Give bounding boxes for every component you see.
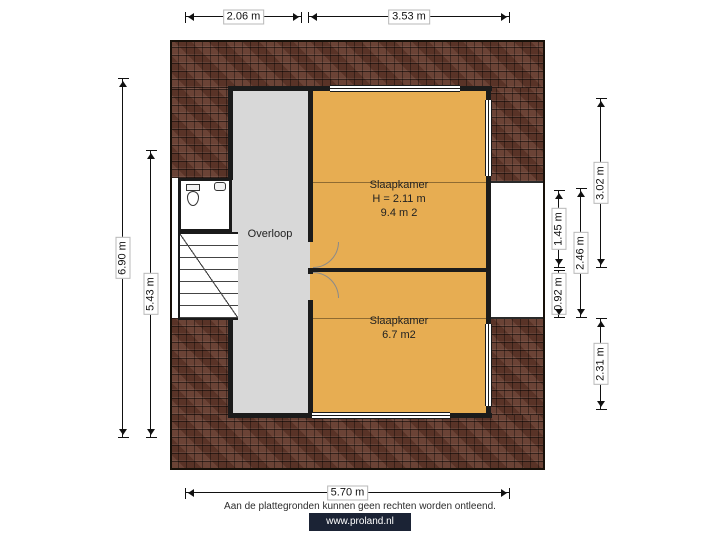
roof-top-left: [170, 88, 232, 178]
dimension-top-right: 3.53 m: [308, 9, 510, 25]
window-right-bottom: [485, 324, 492, 406]
bedroom-bottom-area-label: 6.7 m2: [382, 329, 416, 341]
wall-left-lower: [228, 316, 233, 418]
bedroom-top-height: H = 2.11 m: [372, 193, 426, 205]
landing-area: [230, 88, 310, 415]
bedroom-bottom-name: Slaapkamer: [369, 315, 429, 327]
website-badge: www.proland.nl: [309, 513, 411, 531]
bedroom-top-name: Slaapkamer: [369, 179, 429, 191]
dimension-right-top-outer: 3.02 m: [593, 98, 609, 268]
dimension-right-top-outer-label: 3.02 m: [593, 162, 609, 204]
roof-top-band: [170, 40, 545, 88]
wall-divider-upper: [308, 86, 313, 242]
knee-line-top: [310, 182, 488, 183]
dimension-right-bottom-inner-label: 0.92 m: [551, 273, 567, 315]
dimension-right-middle: 2.46 m: [573, 188, 589, 318]
bedroom-top-label: Slaapkamer H = 2.11 m 9.4 m 2: [310, 178, 488, 220]
dimension-left-inner: 5.43 m: [143, 150, 159, 438]
dimension-right-bottom-outer-label: 2.31 m: [593, 343, 609, 385]
dimension-top-left-label: 2.06 m: [222, 9, 265, 25]
dimension-left-outer-label: 6.90 m: [115, 237, 131, 279]
dimension-right-bottom-outer: 2.31 m: [593, 318, 609, 410]
wall-divider-lower: [308, 300, 313, 418]
landing-name: Overloop: [247, 228, 293, 240]
bedroom-bottom-label: Slaapkamer 6.7 m2: [310, 314, 488, 342]
dimension-left-inner-label: 5.43 m: [143, 273, 159, 315]
roof-edge-line-right-bottom: [488, 317, 545, 319]
wall-right: [486, 86, 491, 418]
roof-edge-line-right-top: [488, 181, 545, 183]
window-top: [330, 85, 460, 92]
dimension-left-outer: 6.90 m: [115, 78, 131, 438]
dimension-right-bottom-inner: 0.92 m: [551, 270, 567, 318]
sink-icon: [214, 182, 226, 191]
roof-bottom-right: [488, 318, 545, 415]
dimension-bottom-label: 5.70 m: [326, 485, 369, 501]
bedroom-top-area-label: 9.4 m 2: [380, 207, 418, 219]
dimension-bottom: 5.70 m: [185, 485, 510, 501]
dimension-right-top-inner: 1.45 m: [551, 190, 567, 268]
wall-between-rooms: [308, 268, 491, 272]
bedroom-bottom-area: [310, 270, 488, 415]
window-right-top: [485, 100, 492, 176]
dimension-right-middle-label: 2.46 m: [573, 232, 589, 274]
roof-bottom-band: [170, 415, 545, 470]
plan-outline: [170, 40, 545, 470]
window-bottom: [312, 412, 450, 419]
toilet-tank-icon: [186, 184, 200, 191]
roof-top-right: [488, 88, 545, 182]
disclaimer-text: Aan de plattegronden kunnen geen rechten…: [224, 501, 496, 512]
wall-left-upper: [228, 86, 233, 180]
landing-label: Overloop: [230, 227, 310, 241]
staircase: [178, 232, 238, 320]
dimension-top-right-label: 3.53 m: [388, 9, 430, 25]
roof-bottom-left: [170, 318, 232, 415]
dimension-top-left: 2.06 m: [185, 9, 302, 25]
dimension-right-top-inner-label: 1.45 m: [551, 208, 567, 250]
knee-line-bottom: [310, 318, 488, 319]
toilet-bowl-icon: [187, 191, 199, 206]
bedroom-top-area: [310, 88, 488, 270]
